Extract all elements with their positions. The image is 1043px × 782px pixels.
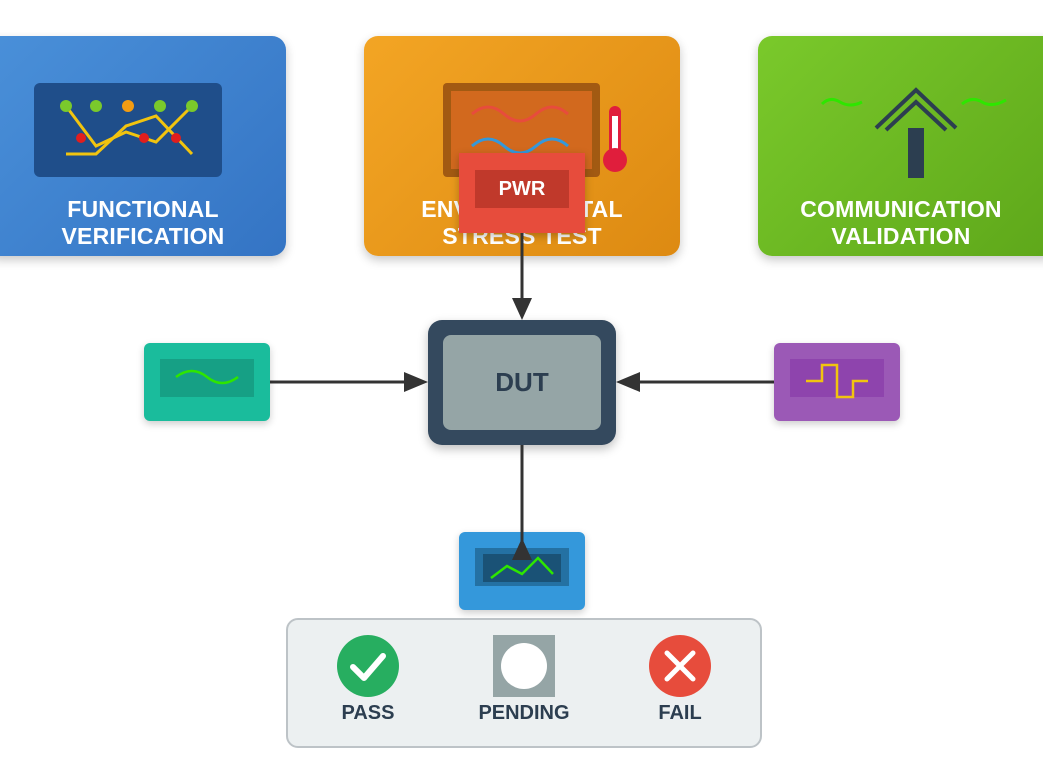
square-signal-source bbox=[774, 343, 900, 421]
sine-signal-source bbox=[144, 343, 270, 421]
pending-circle-icon bbox=[493, 635, 555, 697]
waveform-monitor-icon bbox=[475, 548, 569, 586]
legend-fail: FAIL bbox=[600, 620, 760, 725]
power-label: PWR bbox=[475, 170, 569, 208]
communication-title-line1: COMMUNICATION bbox=[800, 196, 1002, 222]
sine-wave-icon bbox=[160, 359, 254, 397]
x-circle-icon bbox=[649, 635, 711, 697]
legend-pass: PASS bbox=[288, 620, 448, 725]
pending-label: PENDING bbox=[478, 702, 570, 724]
device-under-test: DUT bbox=[428, 320, 616, 445]
power-supply-block: PWR bbox=[459, 153, 585, 233]
functional-verification-card: FUNCTIONAL VERIFICATION bbox=[0, 36, 286, 256]
communication-title-line2: VALIDATION bbox=[831, 223, 971, 249]
functional-title-line1: FUNCTIONAL bbox=[67, 196, 219, 222]
functional-title-line2: VERIFICATION bbox=[61, 223, 225, 249]
dut-label: DUT bbox=[443, 335, 601, 430]
legend-pending: PENDING bbox=[444, 620, 604, 725]
antenna-icon bbox=[820, 87, 1007, 178]
check-circle-icon bbox=[337, 635, 399, 697]
fail-label: FAIL bbox=[658, 702, 702, 724]
logic-analyzer-icon bbox=[34, 83, 222, 177]
pass-label: PASS bbox=[341, 702, 395, 724]
monitor-arrowhead bbox=[512, 538, 532, 560]
square-wave-icon bbox=[790, 359, 884, 399]
status-legend: PASS PENDING FAIL bbox=[286, 618, 762, 748]
communication-validation-card: COMMUNICATION VALIDATION bbox=[758, 36, 1043, 256]
